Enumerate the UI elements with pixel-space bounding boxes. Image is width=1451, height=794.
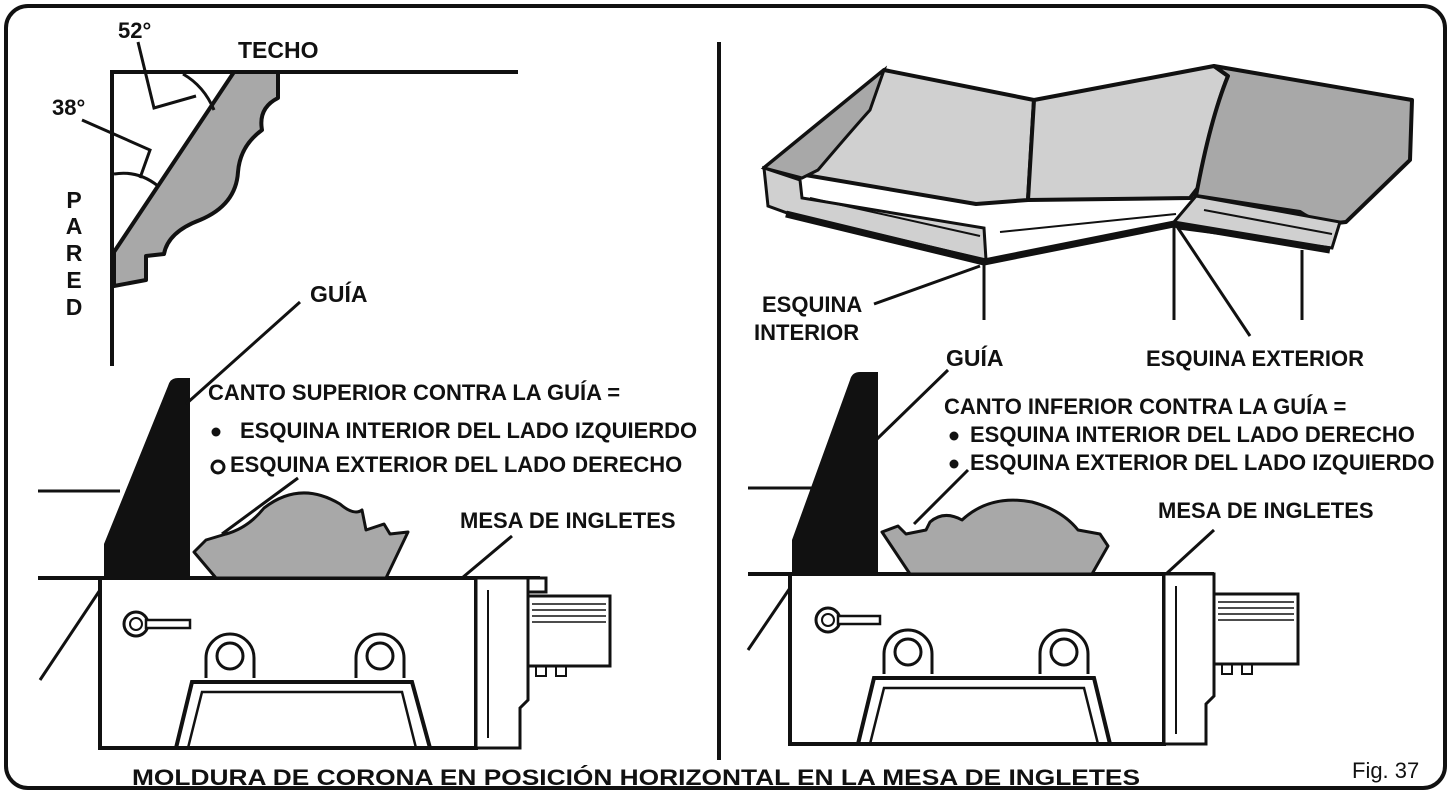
wall-label: P A R E D [66, 187, 83, 320]
instruction-item2-left: ESQUINA EXTERIOR DEL LADO DERECHO [230, 452, 682, 477]
angle-arc-52 [182, 72, 216, 111]
table-label-left: MESA DE INGLETES [460, 508, 676, 533]
mount-hole-left [215, 641, 245, 671]
miter-saw-right [746, 368, 1300, 746]
figure-caption: MOLDURA DE CORONA EN POSICIÓN HORIZONTAL… [132, 765, 1140, 790]
angle-label-52: 52° [118, 18, 151, 43]
inside-corner-label-1: ESQUINA [762, 292, 862, 317]
column-cap [526, 576, 548, 594]
figure-number: Fig. 37 [1352, 758, 1419, 783]
molding-detail [809, 197, 981, 237]
angle-arc-38 [113, 171, 159, 188]
leader-52 [136, 41, 197, 110]
base-slant [38, 589, 102, 681]
extension-wing [1212, 592, 1300, 666]
wall-letter: R [66, 240, 83, 266]
leader-molding-right [912, 468, 970, 526]
lock-lever [836, 614, 882, 626]
instruction-heading-right: CANTO INFERIOR CONTRA LA GUÍA = [944, 394, 1346, 419]
miter-saw-left [38, 300, 612, 750]
molding-detail [999, 213, 1177, 233]
fence [104, 378, 190, 578]
bullet-solid-right-1 [949, 431, 959, 441]
angle-label-38: 38° [52, 95, 85, 120]
molding-detail [1203, 209, 1333, 235]
ceiling-label: TECHO [238, 37, 319, 63]
instruction-item2-right: ESQUINA EXTERIOR DEL LADO IZQUIERDO [970, 450, 1434, 475]
leader-table-left [461, 534, 513, 580]
molding-face-left [760, 65, 888, 180]
saw-base-outline [788, 574, 1166, 746]
mount-hole-right [1049, 637, 1079, 667]
leader-outside-corner [1176, 227, 1252, 337]
molding-on-table-left [192, 491, 410, 580]
wall-ceiling-schematic: 52° 38° TECHO P A R E D [52, 18, 518, 366]
base-foot-inner [868, 686, 1100, 745]
base-foot [174, 680, 432, 749]
molding-profile-installed [112, 70, 280, 288]
bullet-hollow-left [210, 459, 226, 475]
instruction-item1-right: ESQUINA INTERIOR DEL LADO DERECHO [970, 422, 1415, 447]
saw-side-column [474, 576, 530, 750]
table-label-right: MESA DE INGLETES [1158, 498, 1374, 523]
instruction-heading-left: CANTO SUPERIOR CONTRA LA GUÍA = [208, 380, 620, 405]
leader-guia-left [184, 300, 302, 406]
leader-38 [81, 118, 152, 179]
extension-notches [535, 666, 567, 677]
leader-molding-left [221, 476, 299, 536]
fence-label-left: GUÍA [310, 280, 368, 307]
base-foot-inner [186, 690, 418, 749]
inside-corner-label-2: INTERIOR [754, 320, 859, 345]
wall-letter: A [66, 213, 83, 239]
mount-hole-right [365, 641, 395, 671]
wall-letter: P [66, 187, 81, 213]
wall-letter: E [66, 267, 81, 293]
lock-knob-inner [129, 617, 143, 631]
fence-label-right: GUÍA [946, 344, 1004, 371]
extension-grain [1218, 601, 1294, 621]
leader-guia-right [874, 368, 950, 442]
molding-face-right [1194, 64, 1414, 225]
fence [792, 372, 878, 574]
molding-front-left [762, 165, 988, 262]
extension-notches [1221, 664, 1253, 675]
base-foot [856, 676, 1112, 745]
bullet-solid-right-2 [949, 459, 959, 469]
molding-on-table-right [880, 498, 1110, 576]
bullet-solid-left [211, 427, 221, 437]
figure-frame [4, 4, 1447, 790]
leader-inside-corner [873, 264, 981, 306]
lock-lever [144, 618, 192, 630]
molding-bottom-edge [785, 210, 1331, 266]
left-panel: 52° 38° TECHO P A R E D [38, 18, 697, 750]
saw-side-column [1162, 572, 1216, 746]
lock-knob-inner [821, 613, 835, 627]
leader-table-right [1164, 528, 1216, 576]
outside-corner-label: ESQUINA EXTERIOR [1146, 346, 1364, 371]
right-panel: ESQUINA INTERIOR ESQUINA EXTERIOR [746, 64, 1434, 746]
mount-hole-left [893, 637, 923, 667]
wall-letter: D [66, 294, 83, 320]
instruction-item1-left: ESQUINA INTERIOR DEL LADO IZQUIERDO [240, 418, 697, 443]
extension-grain [532, 603, 606, 623]
extension-wing [526, 594, 612, 668]
saw-base-outline [98, 578, 478, 750]
molding-corner-3d [760, 64, 1414, 337]
base-slant [746, 587, 792, 651]
